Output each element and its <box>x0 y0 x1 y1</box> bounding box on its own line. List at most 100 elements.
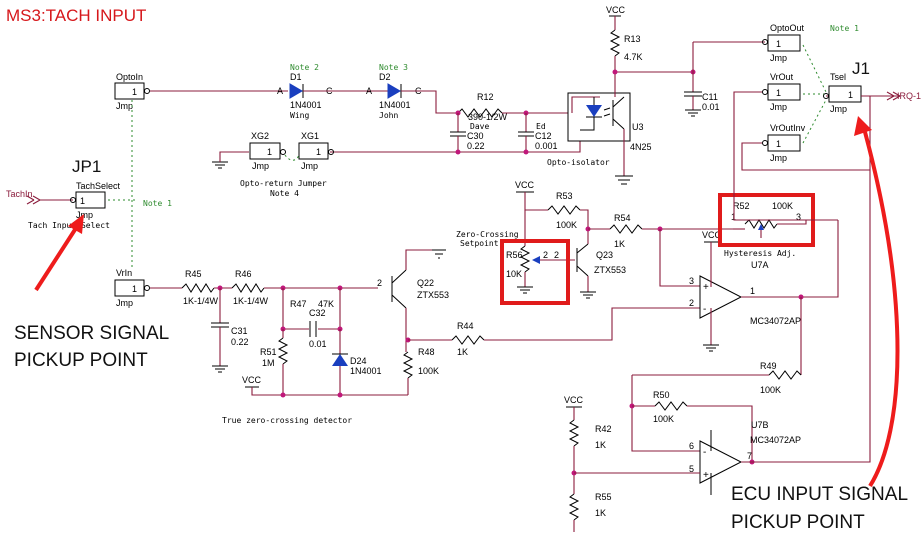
r54-value: 1K <box>614 239 625 249</box>
vrin-terminal <box>144 285 150 291</box>
note-4: Note 4 <box>270 189 299 198</box>
r42-value: 1K <box>595 440 606 450</box>
sensor-arrow-line <box>34 223 80 292</box>
r49-ref: R49 <box>760 361 777 371</box>
opto-isolator-caption: Opto-isolator <box>547 158 610 167</box>
r56-pin2: 2 <box>554 250 559 260</box>
vrin-type: Jmp <box>116 298 133 308</box>
r42-ref: R42 <box>595 424 612 434</box>
vrout-type: Jmp <box>770 102 787 112</box>
wire-r44-u7a <box>484 307 700 341</box>
d2-symbol <box>387 83 401 99</box>
c31-ref: C31 <box>231 326 248 336</box>
r12-value: 390-1/2W <box>468 112 508 122</box>
vroutinv-pin: 1 <box>776 139 781 149</box>
node-c12-bottom <box>523 149 529 155</box>
ground-r56 <box>517 286 533 294</box>
u3-value: 4N25 <box>630 142 652 152</box>
resistor-r48: R48 100K <box>402 347 439 395</box>
c12-sub: Ed <box>536 122 546 131</box>
ecu-arrow-head <box>854 116 872 136</box>
r52-leads <box>760 219 838 238</box>
r13-zigzag <box>609 29 621 57</box>
r56-pin1: 2 <box>543 250 548 260</box>
resistor-r45: R45 1K-1/4W <box>181 269 219 306</box>
xg2-pin: 1 <box>267 147 272 157</box>
c30-sub: Dave <box>470 122 489 131</box>
r48-value: 100K <box>418 366 439 376</box>
resistor-r54: R54 1K <box>588 213 643 249</box>
r53-ref: R53 <box>556 191 573 201</box>
d2-sub: John <box>379 111 398 120</box>
r55-ref: R55 <box>595 492 612 502</box>
resistor-r53: R53 100K <box>547 191 581 230</box>
vroutinv-box <box>767 134 801 152</box>
optoin-jumper: OptoIn 1 Jmp <box>114 72 150 111</box>
sensor-callout-line2: PICKUP POINT <box>14 350 148 371</box>
tachselect-links <box>108 100 135 270</box>
r56-value: 10K <box>506 269 522 279</box>
vroutinv-terminal <box>762 140 768 146</box>
c11-ref: C11 <box>702 92 718 102</box>
node-c30-bottom <box>455 149 461 155</box>
r13-value: 4.7K <box>624 52 643 62</box>
wire-xg2-gnd <box>219 151 249 162</box>
r52-wiper <box>758 224 764 230</box>
optoout-box <box>767 34 801 52</box>
resistor-r50: R50 100K <box>632 390 688 424</box>
optoin-pin: 1 <box>132 87 137 97</box>
wire-d2-r12 <box>401 90 458 114</box>
tsel-jumper: Note 1 J1 Tsel 1 Jmp <box>823 24 870 114</box>
tsel-name: Tsel <box>830 72 846 82</box>
ecu-arrow-line <box>863 131 900 488</box>
u7a-pin1: 1 <box>750 286 755 296</box>
u7a-plus: + <box>703 282 709 293</box>
r12-ref: R12 <box>477 92 494 102</box>
optoin-type: Jmp <box>116 101 133 111</box>
wire-u7b-out <box>741 96 871 463</box>
tachselect-terminal <box>70 197 76 203</box>
u7b-ref: U7B <box>751 420 769 430</box>
ground-q23 <box>580 291 596 299</box>
u7a-pin2: 2 <box>689 298 694 308</box>
r51-value: 1M <box>262 358 275 368</box>
xg1-type: Jmp <box>301 161 318 171</box>
u3-led <box>586 105 602 117</box>
u3-ref: U3 <box>632 122 644 132</box>
u7b-pin5: 5 <box>689 464 694 474</box>
resistor-r44: R44 1K <box>451 321 485 357</box>
page-title: MS3:TACH INPUT <box>6 6 146 25</box>
j1-label: J1 <box>852 59 870 78</box>
c32-value: 0.01 <box>309 339 327 349</box>
r13-ref: R13 <box>624 34 641 44</box>
ground-u7a <box>703 344 719 352</box>
u3-led-leads <box>580 97 595 131</box>
r53-value: 100K <box>556 220 577 230</box>
u7b-minus: - <box>703 447 706 458</box>
u7b-plus: + <box>703 470 709 481</box>
c30-plates <box>450 131 466 137</box>
q22-symbol <box>391 269 407 309</box>
optoin-name: OptoIn <box>116 72 143 82</box>
jp1-label: JP1 <box>72 157 101 176</box>
c11-value: 0.01 <box>702 102 720 112</box>
r52-value: 100K <box>772 201 793 211</box>
zero-crossing-caption: True zero-crossing detector <box>222 416 352 425</box>
optoin-terminal <box>144 88 150 94</box>
potentiometer-r56: R56 2 2 10K <box>506 245 575 294</box>
vrout-terminal <box>762 89 768 95</box>
ground-c11 <box>685 109 701 117</box>
d24-symbol <box>332 354 348 366</box>
xg1-name: XG1 <box>301 131 319 141</box>
capacitor-c30: Dave C30 0.22 <box>450 113 489 152</box>
c31-value: 0.22 <box>231 337 249 347</box>
c30-value: 0.22 <box>467 141 485 151</box>
sensor-arrow-head <box>68 214 84 234</box>
vrin-name: VrIn <box>116 268 132 278</box>
c31-plates <box>211 322 229 328</box>
u3-transistor <box>612 96 625 130</box>
resistor-r55: R55 1K <box>568 492 612 532</box>
ground-q22 <box>432 249 446 259</box>
r52-zigzag <box>744 219 778 229</box>
r55-value: 1K <box>595 508 606 518</box>
